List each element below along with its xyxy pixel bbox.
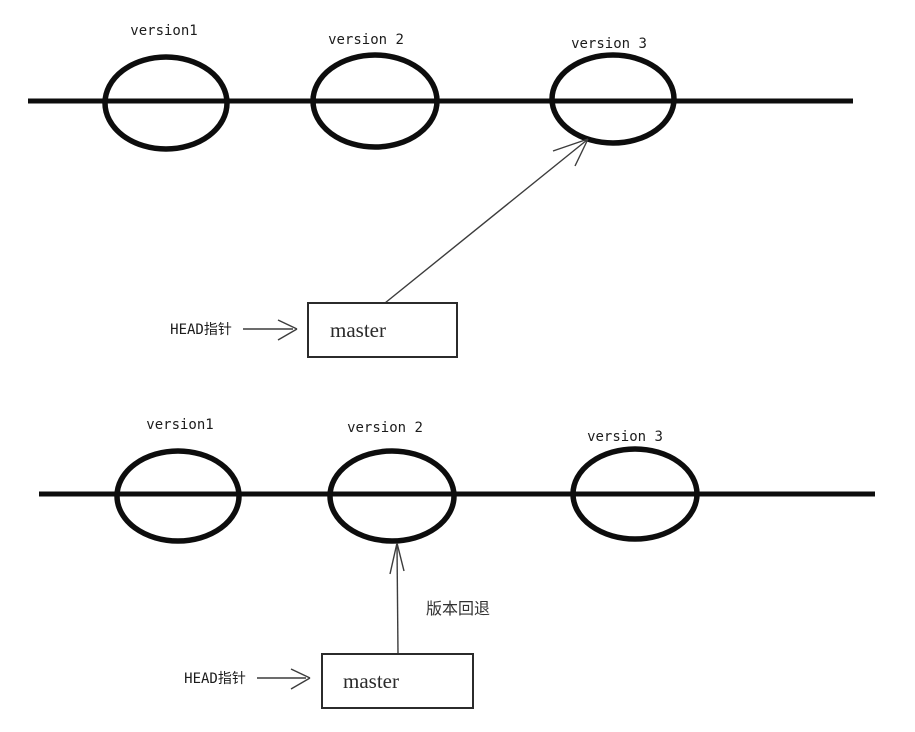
- commit-ellipse-bottom-version3: [570, 446, 700, 542]
- head-pointer-label-top: HEAD指针: [170, 322, 232, 338]
- commit-ellipse-bottom-version1: [114, 448, 242, 544]
- head-arrowhead-bottom-icon: [290, 668, 311, 690]
- top-diagram: version1 version 2 version 3 HEAD指针 mast…: [28, 23, 853, 358]
- commit-ellipse-top-version3: [549, 52, 677, 146]
- commit-ellipse-top-version2: [310, 52, 440, 150]
- branch-box-label-bottom: master: [343, 669, 399, 693]
- branch-to-commit-arrow-line-top: [384, 139, 588, 304]
- commit-label-top-version2: version 2: [328, 32, 404, 48]
- commit-ellipse-top-version1: [102, 54, 230, 152]
- commit-label-bottom-version1: version1: [146, 417, 213, 433]
- commit-label-top-version3: version 3: [571, 36, 647, 52]
- branch-box-top: [307, 302, 458, 358]
- branch-box-bottom: [321, 653, 474, 709]
- commit-label-bottom-version3: version 3: [587, 429, 663, 445]
- rollback-arrow-label: 版本回退: [426, 599, 490, 618]
- rollback-arrow-line: [396, 544, 399, 655]
- commit-label-top-version1: version1: [130, 23, 197, 39]
- branch-box-label-top: master: [330, 318, 386, 342]
- rollback-arrowhead-icon: [389, 542, 405, 575]
- head-arrowhead-top-icon: [277, 319, 298, 341]
- commit-ellipse-bottom-version2: [327, 448, 457, 544]
- bottom-diagram: version1 version 2 version 3 版本回退 HEAD指针…: [39, 417, 875, 709]
- commit-label-bottom-version2: version 2: [347, 420, 423, 436]
- arrowhead-top-icon: [552, 138, 589, 167]
- head-pointer-label-bottom: HEAD指针: [184, 671, 246, 687]
